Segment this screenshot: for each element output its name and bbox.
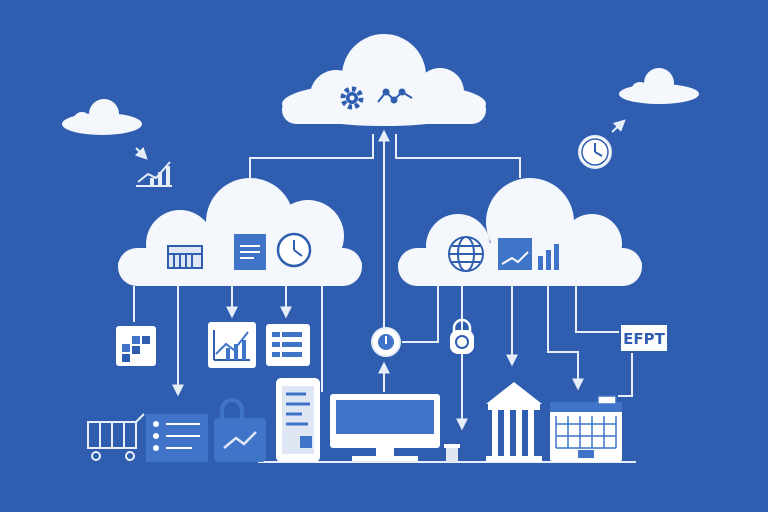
analytics-card (208, 322, 256, 368)
clock-icon-left-cloud (276, 232, 312, 268)
monitor-icon (330, 394, 440, 461)
network-icon (377, 88, 413, 104)
dashboard-panel (146, 414, 208, 462)
connector-lines (133, 129, 636, 463)
shopping-cart-icon (87, 413, 145, 461)
small-cloud-right (619, 68, 699, 104)
gear-icon (340, 86, 364, 110)
power-button-icon (371, 327, 401, 357)
list-card (266, 324, 310, 366)
bank-icon (486, 382, 542, 462)
grid-card (116, 326, 156, 366)
sign-text: EFPT (623, 330, 665, 348)
trash-bin-icon (444, 444, 460, 462)
lock-badge-icon (450, 318, 474, 354)
globe-icon (448, 236, 484, 272)
document-icon (234, 234, 266, 270)
cloud-top (282, 34, 486, 126)
server-icon (167, 245, 203, 269)
chart-icon (498, 238, 559, 270)
clock-icon (578, 119, 626, 169)
tablet-icon (276, 378, 320, 462)
trend-chart-icon (134, 146, 172, 187)
briefcase-icon (214, 398, 266, 462)
calendar-icon (550, 395, 622, 462)
sign-board: EFPT (619, 323, 669, 353)
small-cloud-left (62, 99, 142, 135)
